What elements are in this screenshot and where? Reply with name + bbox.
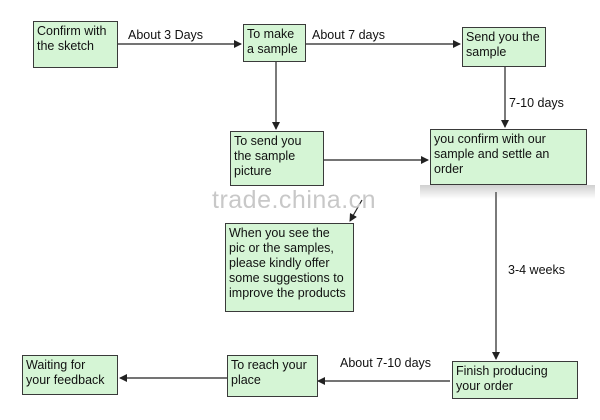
node-send-picture: To send you the sample picture xyxy=(230,131,324,186)
node-confirm-sketch: Confirm with the sketch xyxy=(33,21,118,68)
node-finish-producing: Finish producing your order xyxy=(452,361,578,399)
edge-label-7-10-days: 7-10 days xyxy=(509,96,564,110)
shadow-band xyxy=(420,185,595,199)
node-confirm-order: you confirm with our sample and settle a… xyxy=(430,129,587,185)
node-reach-place: To reach your place xyxy=(227,355,318,397)
node-suggestions: When you see the pic or the samples, ple… xyxy=(225,223,354,312)
edge-label-about-7-days: About 7 days xyxy=(312,28,385,42)
edge-label-about-7-10-days: About 7-10 days xyxy=(340,356,432,370)
watermark: trade.china.cn xyxy=(212,186,377,214)
edge-label-3-4-weeks: 3-4 weeks xyxy=(508,263,565,277)
node-send-sample: Send you the sample xyxy=(462,27,546,67)
node-waiting-feedback: Waiting for your feedback xyxy=(22,355,118,395)
edge-label-about-3-days: About 3 Days xyxy=(128,28,204,42)
node-make-sample: To make a sample xyxy=(243,24,306,62)
arrow-to-suggestions xyxy=(349,199,363,222)
